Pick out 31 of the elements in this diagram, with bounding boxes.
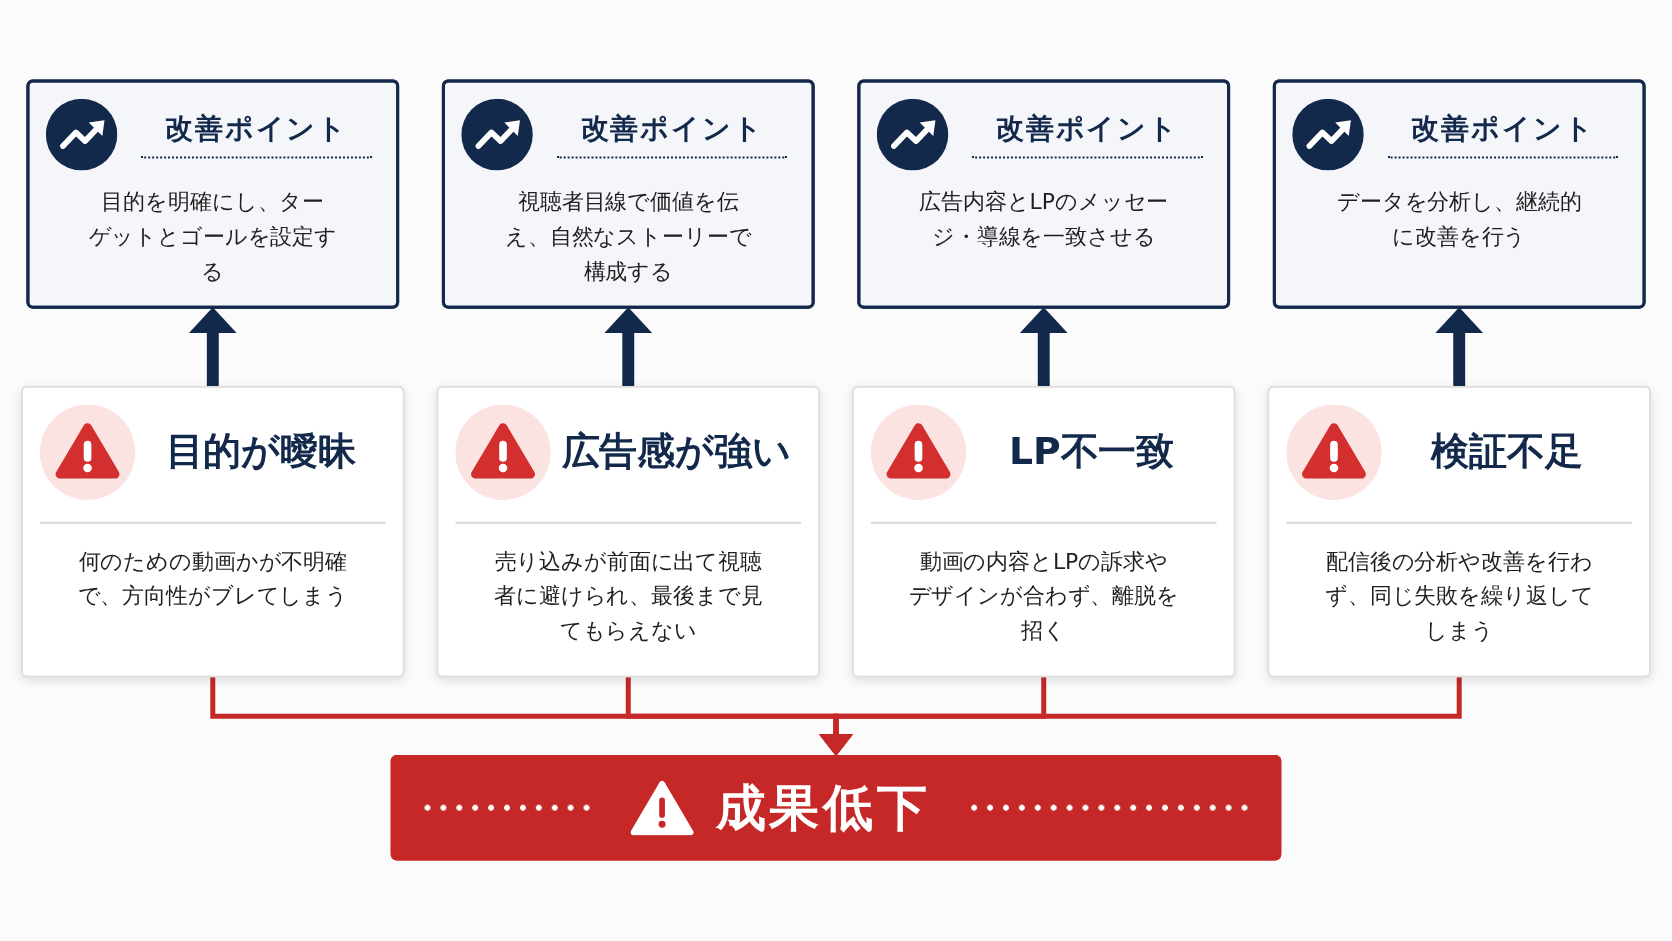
description-text: 売り込みが前面に出て視聴者に避けられ、最後まで見てもらえない [493, 548, 764, 646]
description-text: データを分析し、継続的に改善を行う [1335, 188, 1583, 252]
heading-text: 広告感が強い [561, 429, 791, 476]
problem-card [436, 386, 820, 678]
heading-text: 改善ポイント [1411, 110, 1595, 147]
heading-text: 改善ポイント [996, 110, 1179, 147]
improvement-card [857, 79, 1231, 309]
arrow [604, 307, 653, 387]
heading-text: 目的が曖昧 [165, 429, 356, 476]
description-text: 広告内容とLPのメッセージ・導線を一致させる [918, 188, 1169, 252]
result-banner [390, 755, 1282, 861]
description-text: 目的を明確にし、ターゲットとゴールを設定する [87, 188, 339, 287]
improvement-card [1272, 79, 1646, 309]
arrow [1435, 307, 1484, 387]
problem-card [852, 386, 1236, 678]
heading-text: 検証不足 [1431, 429, 1583, 476]
problem-card [21, 386, 405, 678]
problem-card [1267, 386, 1651, 678]
arrow [188, 307, 237, 387]
improvement-card [441, 79, 815, 309]
heading-text: 成果低下 [715, 778, 931, 838]
arrow [819, 676, 1462, 757]
description-text: 配信後の分析や改善を行わず、同じ失敗を繰り返してしまう [1324, 548, 1595, 646]
description-text: 何のための動画かが不明確で、方向性がブレてしまう [77, 548, 348, 611]
description-text: 動画の内容とLPの訴求やデザインが合わず、離脱を招く [908, 548, 1179, 646]
heading-text: 改善ポイント [165, 110, 348, 147]
description-text: 視聴者目線で価値を伝え、自然なストーリーで構成する [504, 188, 753, 287]
heading-text: 改善ポイント [580, 110, 764, 147]
improvement-card [26, 79, 400, 309]
heading-text: LP不一致 [1008, 429, 1174, 476]
arrow [1019, 307, 1068, 387]
